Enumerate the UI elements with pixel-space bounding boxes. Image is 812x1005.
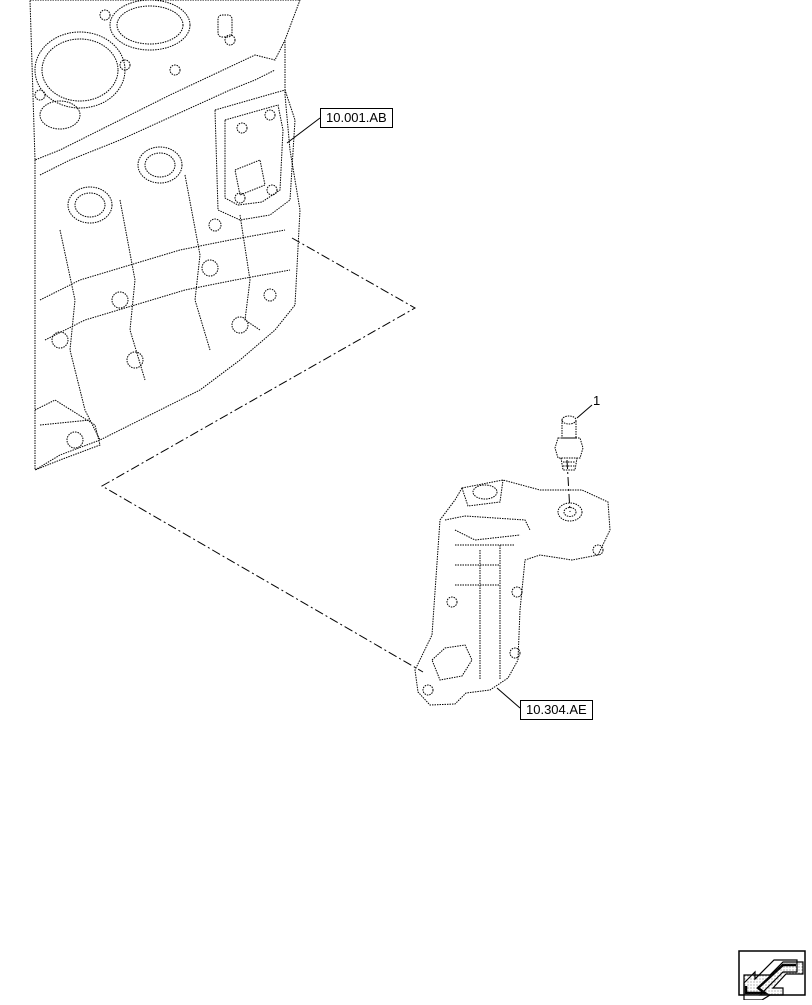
reference-label-bracket[interactable]: 10.304.AE [520,700,593,720]
reference-label-engine-block[interactable]: 10.001.AB [320,108,393,128]
leader-line-bracket [496,687,521,709]
pressure-sensor [554,415,584,471]
item-number-label: 1 [593,393,601,408]
leader-line-block [286,117,321,144]
assembly-path-lines [100,237,571,673]
next-page-arrow-icon[interactable] [738,950,806,1001]
engine-block [29,0,301,471]
leader-line-item-1 [576,404,593,419]
mounting-bracket [414,479,611,706]
